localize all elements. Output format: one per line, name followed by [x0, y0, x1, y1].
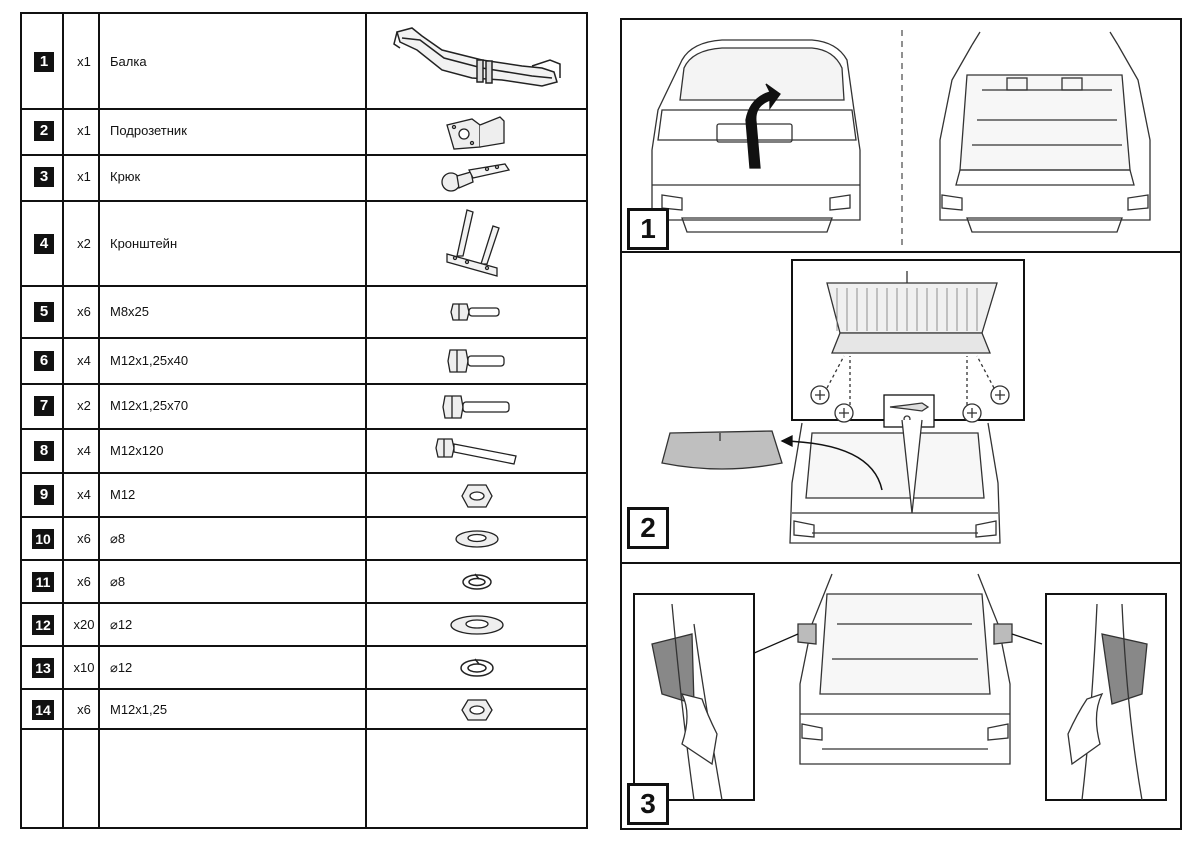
bolt-icon: [368, 391, 586, 423]
remove-side-covers-icon: [633, 573, 1167, 801]
step-number: 3: [627, 783, 669, 825]
step-3-panel: 3: [622, 564, 1180, 828]
part-name: ⌀8: [110, 531, 126, 546]
part-number: 8: [34, 441, 54, 461]
part-name: M12x120: [110, 443, 164, 458]
mounting-bracket-icon: [368, 206, 586, 282]
part-quantity: x6: [77, 574, 91, 589]
bolt-icon: [368, 299, 586, 325]
part-quantity: x1: [77, 54, 91, 69]
part-number: 1: [34, 52, 54, 72]
part-name: Кронштейн: [110, 236, 178, 251]
column-divider: [98, 14, 100, 827]
tow-bar-beam-icon: [368, 20, 586, 100]
part-quantity: x10: [73, 660, 95, 675]
part-row: 11 x6 ⌀8: [22, 561, 586, 604]
part-number: 13: [32, 658, 54, 678]
part-quantity: x4: [77, 487, 91, 502]
part-row: 7 x2 M12x1,25x70: [22, 385, 586, 430]
remove-trunk-panel-icon: [661, 259, 1025, 544]
part-quantity: x4: [77, 443, 91, 458]
part-quantity: x6: [77, 702, 91, 717]
part-name: Крюк: [110, 169, 141, 184]
part-number: 14: [32, 700, 54, 720]
flat-washer-icon: [368, 527, 586, 551]
part-quantity: x6: [77, 531, 91, 546]
part-name: Балка: [110, 54, 147, 69]
part-quantity: x2: [77, 236, 91, 251]
part-number: 2: [34, 121, 54, 141]
part-quantity: x20: [73, 617, 95, 632]
spring-washer-icon: [368, 655, 586, 681]
part-number: 11: [32, 572, 54, 592]
part-name: M12x1,25: [110, 702, 168, 717]
step-2-panel: 2: [622, 253, 1180, 564]
part-number: 6: [34, 351, 54, 371]
step-1-panel: 1: [622, 20, 1180, 253]
column-divider: [365, 14, 367, 827]
parts-table: 1 x1 Балка 2 x1 Подрозетник: [20, 12, 588, 829]
part-name: M12x1,25x70: [110, 398, 189, 413]
tow-hook-icon: [368, 160, 586, 198]
part-number: 4: [34, 234, 54, 254]
part-row: 2 x1 Подрозетник: [22, 110, 586, 156]
part-row: 14 x6 M12x1,25: [22, 690, 586, 730]
part-number: 9: [34, 485, 54, 505]
part-row: 8 x4 M12x120: [22, 430, 586, 474]
part-number: 5: [34, 302, 54, 322]
part-name: ⌀8: [110, 574, 126, 589]
part-name: ⌀12: [110, 617, 133, 632]
part-number: 10: [32, 529, 54, 549]
part-quantity: x2: [77, 398, 91, 413]
part-quantity: x1: [77, 169, 91, 184]
part-row: 1 x1 Балка: [22, 14, 586, 110]
flat-washer-icon: [368, 612, 586, 638]
part-quantity: x4: [77, 353, 91, 368]
part-row: 9 x4 M12: [22, 474, 586, 518]
installation-steps: 1: [620, 18, 1182, 830]
part-name: M12x1,25x40: [110, 353, 189, 368]
step-number: 1: [627, 208, 669, 250]
part-number: 3: [34, 167, 54, 187]
part-row: 5 x6 M8x25: [22, 287, 586, 339]
part-name: Подрозетник: [110, 123, 187, 138]
spring-washer-icon: [368, 570, 586, 594]
bolt-icon: [368, 434, 586, 468]
part-quantity: x6: [77, 304, 91, 319]
part-quantity: x1: [77, 123, 91, 138]
open-tailgate-icon: [651, 30, 1151, 245]
part-row: 13 x10 ⌀12: [22, 647, 586, 690]
part-row: 3 x1 Крюк: [22, 156, 586, 202]
column-divider: [62, 14, 64, 827]
part-name: ⌀12: [110, 660, 133, 675]
part-row: 12 x20 ⌀12: [22, 604, 586, 647]
part-row: 4 x2 Кронштейн: [22, 202, 586, 287]
part-number: 12: [32, 615, 54, 635]
nut-icon: [368, 697, 586, 723]
part-name: M8x25: [110, 304, 150, 319]
step-number: 2: [627, 507, 669, 549]
part-row: 6 x4 M12x1,25x40: [22, 339, 586, 385]
part-name: M12: [110, 487, 136, 502]
part-row: 10 x6 ⌀8: [22, 518, 586, 561]
socket-bracket-icon: [368, 113, 586, 153]
nut-icon: [368, 482, 586, 510]
part-number: 7: [34, 396, 54, 416]
bolt-icon: [368, 345, 586, 377]
